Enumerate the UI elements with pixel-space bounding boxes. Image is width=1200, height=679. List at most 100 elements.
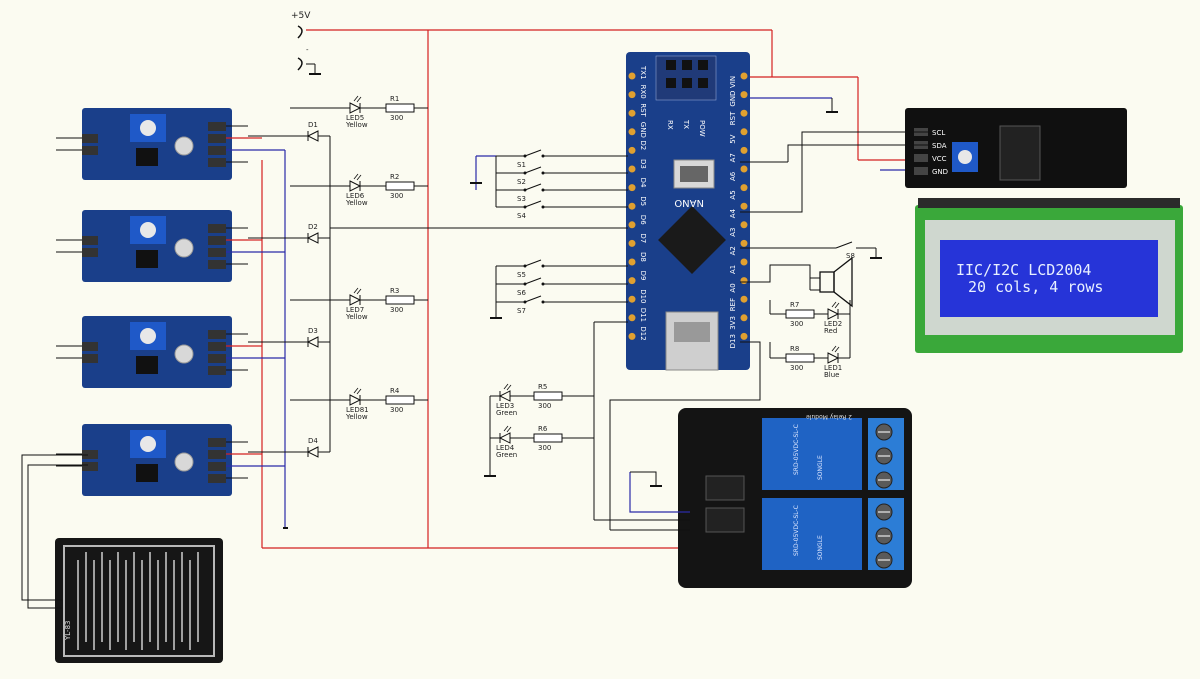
nano-header-label: RX (666, 120, 674, 130)
nano-pin-A2 (740, 239, 748, 247)
led-indicators: LED5YellowR1300LED6YellowR2300LED7Yellow… (290, 95, 851, 477)
nano-pin-D11 (628, 314, 636, 322)
nano-pin-RX0 (628, 91, 636, 99)
led-name: LED1 (824, 364, 842, 372)
resistor-R7 (785, 309, 815, 319)
resistor-value: 300 (790, 320, 803, 328)
nano-pin-RST (628, 109, 636, 117)
comparator-chip (136, 148, 158, 166)
led-name: LED3 (496, 402, 514, 410)
led-color: Yellow (345, 313, 368, 321)
nano-pin-label: D7 (639, 233, 647, 243)
nano-pin-label: D5 (639, 196, 647, 206)
led-color: Yellow (345, 121, 368, 129)
nano-pin-D5 (628, 202, 636, 210)
relay-title: 2 Relay Module (806, 413, 852, 420)
nano-pin-label: TX1 (639, 65, 647, 80)
relay-brand-2: SONGLE (817, 535, 824, 560)
nano-pin-label: REF (729, 298, 737, 311)
nano-pin-label: D6 (639, 215, 647, 225)
resistor-R3 (385, 295, 415, 305)
nano-pin-A5 (740, 184, 748, 192)
resistor-R1 (385, 103, 415, 113)
nano-pin-VIN (740, 72, 748, 80)
soil-sensor-3 (56, 316, 285, 388)
lcd-line-2: 20 cols, 4 rows (968, 278, 1103, 296)
led-name: LED2 (824, 320, 842, 328)
resistor-label: R4 (390, 387, 400, 395)
lcd-line-1: IIC/I2C LCD2004 (956, 261, 1091, 279)
diode-D2: D2 (248, 223, 330, 244)
sensor-board (82, 316, 232, 388)
resistor-label: R5 (538, 383, 547, 391)
nano-pin-GND (628, 128, 636, 136)
sensor-board (82, 108, 232, 180)
rain-sensor-label: YL-83 (64, 621, 72, 642)
switch-S4: S4 (496, 200, 628, 220)
diode-label: D1 (308, 121, 318, 129)
resistor-value: 300 (390, 114, 403, 122)
nano-header-label: POW (698, 120, 706, 137)
nano-pin-label: GND (639, 122, 647, 138)
lcd-module: IIC/I2C LCD2004 20 cols, 4 rows SCLSDAVC… (905, 108, 1183, 353)
led-name: LED81 (346, 406, 369, 414)
resistor-value: 300 (390, 192, 403, 200)
switch-label: S2 (517, 178, 526, 186)
resistor-label: R6 (538, 425, 548, 433)
power-neg-label: - (306, 46, 309, 54)
nano-pin-label: GND (729, 91, 737, 107)
resistor-value: 300 (790, 364, 803, 372)
resistor-label: R2 (390, 173, 399, 181)
resistor-label: R1 (390, 95, 399, 103)
potentiometer (140, 328, 156, 344)
switch-S5: S5 (496, 259, 628, 279)
comparator-chip (136, 356, 158, 374)
rain-sensor: YL-83 (21, 454, 223, 663)
nano-pin-label: D2 (639, 140, 647, 150)
diode-label: D4 (308, 437, 318, 445)
switch-S6: S6 (496, 277, 628, 297)
switch-label: S6 (517, 289, 526, 297)
nano-pin-label: A7 (729, 153, 737, 162)
led-color: Blue (824, 371, 840, 379)
nano-pin-D8 (628, 258, 636, 266)
soil-sensor-4 (56, 424, 285, 496)
resistor-value: 300 (390, 306, 403, 314)
nano-pin-label: A2 (729, 246, 737, 255)
relay-module: 2 Relay Module SRD-05VDC-SL-C SRD-05VDC-… (678, 408, 912, 588)
nano-pin-label: A4 (729, 208, 737, 218)
nano-pin-label: 5V (729, 134, 737, 143)
nano-pin-label: D13 (729, 334, 737, 348)
nano-pin-D12 (628, 332, 636, 340)
nano-pin-label: D11 (639, 308, 647, 322)
resistor-label: R7 (790, 301, 799, 309)
led-color: Red (824, 327, 837, 335)
lcd-pin-VCC (914, 154, 928, 162)
nano-pin-A4 (740, 202, 748, 210)
switch-label: S1 (517, 161, 526, 169)
resistor-R6 (533, 433, 563, 443)
potentiometer (140, 222, 156, 238)
led-color: Yellow (345, 413, 368, 421)
switch-label: S3 (517, 195, 526, 203)
nano-pin-A0 (740, 277, 748, 285)
nano-pin-label: A5 (729, 190, 737, 199)
diode-D3: D3 (248, 327, 330, 348)
nano-pin-label: VIN (729, 76, 737, 88)
resistor-R5 (533, 391, 563, 401)
led-name: LED5 (346, 114, 364, 122)
nano-pin-D6 (628, 221, 636, 229)
nano-header-label: TX (682, 119, 690, 129)
soil-sensor-2 (56, 210, 285, 282)
diode-label: D2 (308, 223, 318, 231)
nano-pin-GND (740, 91, 748, 99)
nano-pin-A3 (740, 221, 748, 229)
nano-pin-label: D4 (639, 178, 647, 188)
resistor-R4 (385, 395, 415, 405)
potentiometer (140, 120, 156, 136)
led-name: LED4 (496, 444, 515, 452)
nano-pin-label: RST (729, 111, 737, 125)
